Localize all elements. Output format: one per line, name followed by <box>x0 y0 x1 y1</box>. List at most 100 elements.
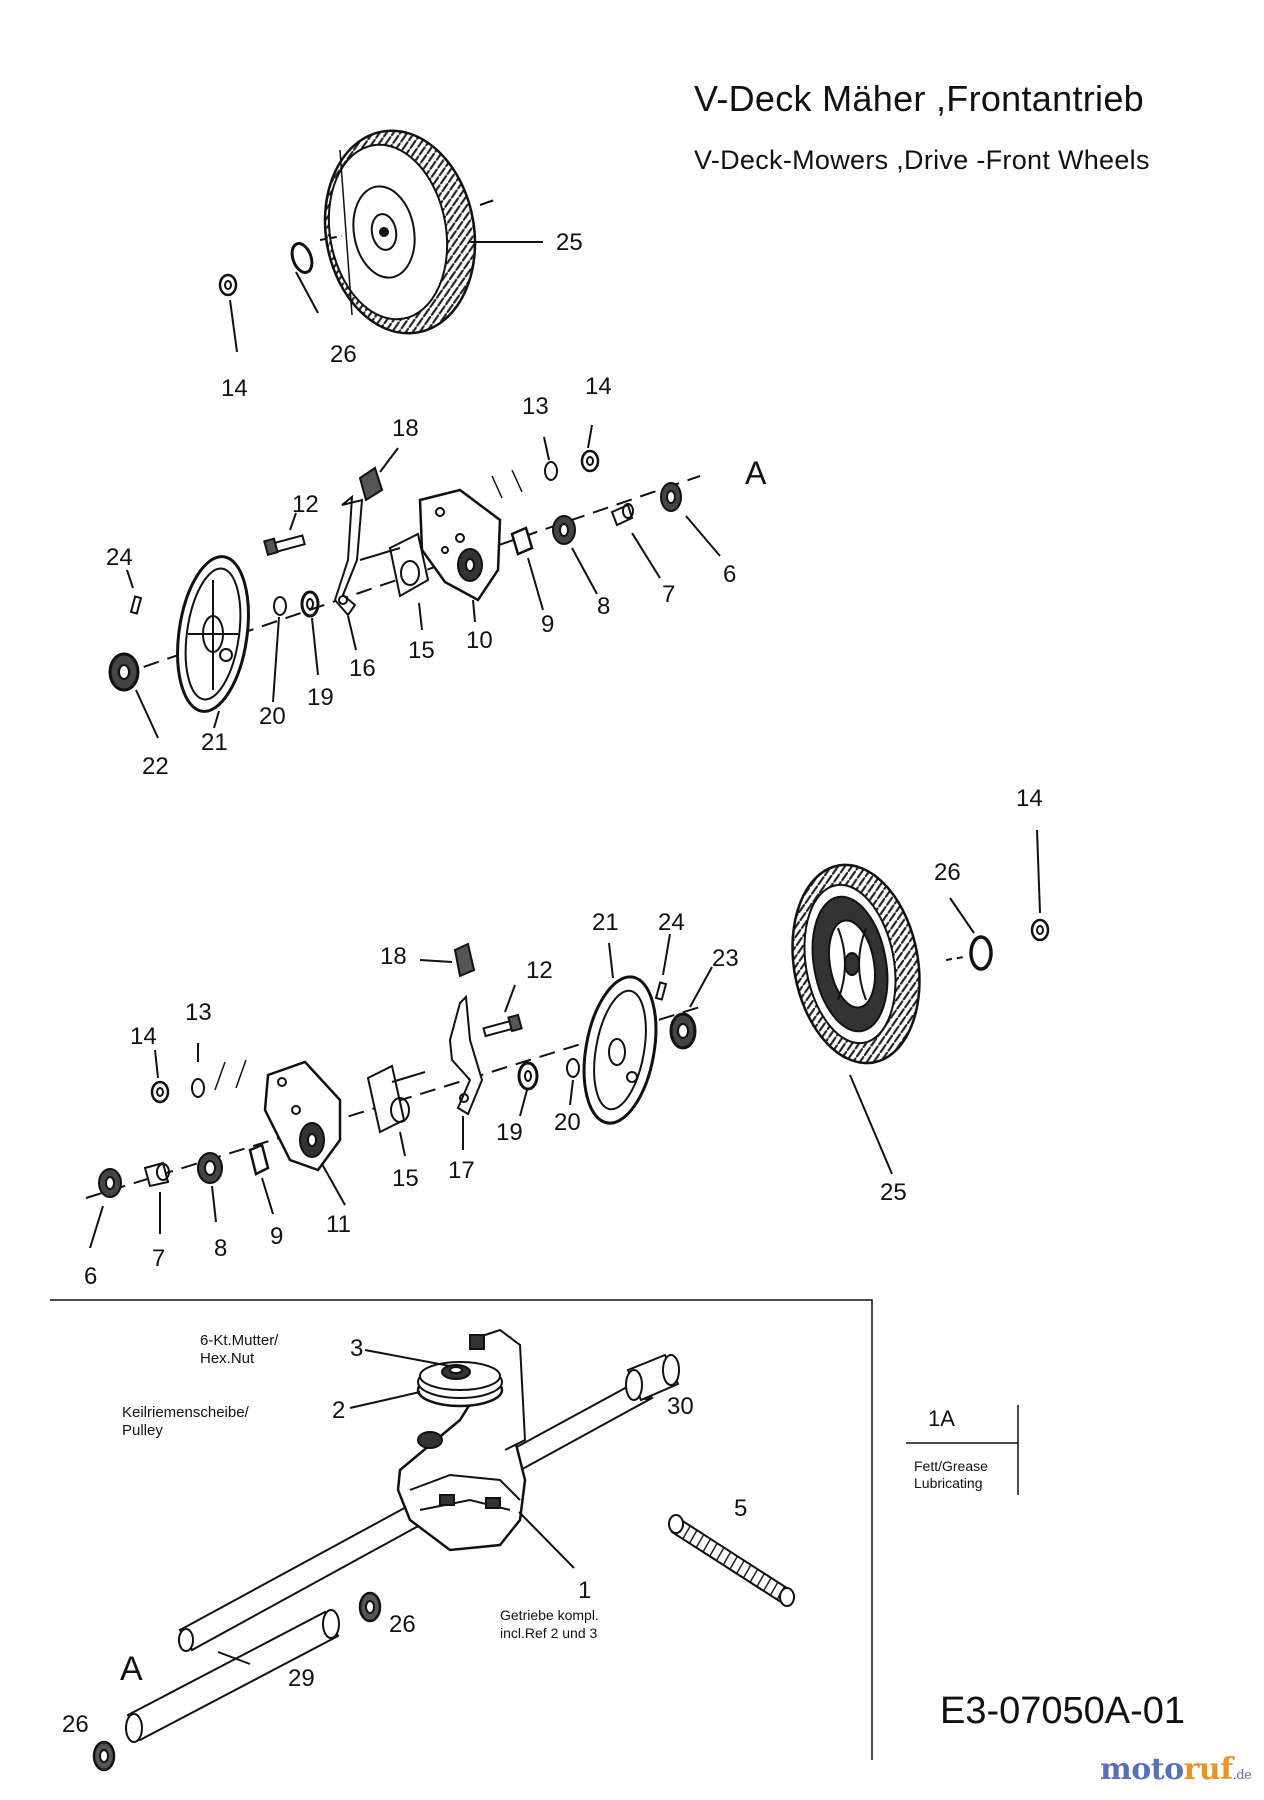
bolt-12-top <box>263 534 306 557</box>
label-14-top: 14 <box>221 375 248 402</box>
label-29: 29 <box>288 1665 315 1692</box>
bushing-7-bottom <box>143 1161 170 1188</box>
washer-19-top <box>300 590 320 618</box>
pulley-2 <box>416 1361 504 1408</box>
label-9-lower: 9 <box>270 1223 283 1250</box>
label-15-upper: 15 <box>408 637 435 664</box>
grease-legend <box>906 1405 1019 1495</box>
label-A-upper: A <box>745 455 767 491</box>
bearing-6-top <box>660 482 682 512</box>
label-6-upper: 6 <box>723 561 736 588</box>
label-21-lower: 21 <box>592 909 619 936</box>
label-25-right: 25 <box>880 1179 907 1206</box>
label-20-upper: 20 <box>259 703 286 730</box>
washer-26-bottom <box>92 1740 116 1772</box>
label-25-top: 25 <box>556 229 583 256</box>
label-26-right: 26 <box>934 859 961 886</box>
clip-18-top <box>358 466 384 502</box>
nut-14-top <box>218 273 238 297</box>
label-26-bottom: 26 <box>62 1711 89 1738</box>
label-14-upper: 14 <box>585 373 612 400</box>
washer-13-top <box>544 461 558 481</box>
label-9-upper: 9 <box>541 611 554 638</box>
hex-nut-annotation: 6-Kt.Mutter/ Hex.Nut <box>200 1332 279 1367</box>
grease-ref: 1A <box>928 1406 955 1431</box>
label-10: 10 <box>466 627 493 654</box>
gear-wheel-21-bottom <box>582 975 658 1125</box>
label-30: 30 <box>667 1393 694 1420</box>
label-22: 22 <box>142 753 169 780</box>
label-12-upper: 12 <box>292 491 319 518</box>
label-14-lower: 14 <box>130 1023 157 1050</box>
drawing-code: E3-07050A-01 <box>940 1690 1186 1732</box>
label-5: 5 <box>734 1495 747 1522</box>
housing-10 <box>418 488 502 602</box>
label-13-upper: 13 <box>522 393 549 420</box>
gearbox-annotation: Getriebe kompl. incl.Ref 2 und 3 <box>500 1607 599 1641</box>
label-12-lower: 12 <box>526 957 553 984</box>
pin-24-bottom <box>654 981 668 1001</box>
sleeve-30 <box>625 1353 680 1402</box>
label-7-lower: 7 <box>152 1245 165 1272</box>
label-18-upper: 18 <box>392 415 419 442</box>
bearing-6-bottom <box>98 1168 122 1198</box>
tube-29 <box>125 1609 340 1743</box>
washer-19-bottom <box>517 1061 539 1091</box>
washer-20-top <box>273 596 287 616</box>
label-18-lower: 18 <box>380 943 407 970</box>
label-26-inset: 26 <box>389 1611 416 1638</box>
nut-14-right <box>1030 918 1050 942</box>
motoruf-logo[interactable]: motoruf.de <box>1100 1752 1252 1787</box>
label-24-upper: 24 <box>106 544 133 571</box>
label-A-lower: A <box>120 1650 143 1688</box>
label-17: 17 <box>448 1157 475 1184</box>
clip-9-bottom <box>248 1143 270 1176</box>
diagram-title: V-Deck Mäher ,Frontantrieb <box>694 78 1144 119</box>
pinion-22 <box>108 652 140 692</box>
label-23: 23 <box>712 945 739 972</box>
label-14-right: 14 <box>1016 785 1043 812</box>
wheel-25-right <box>791 863 921 1065</box>
label-24-lower: 24 <box>658 909 685 936</box>
lever-16 <box>333 494 364 617</box>
label-6-lower: 6 <box>84 1263 97 1290</box>
washer-13-bottom <box>191 1078 205 1098</box>
hex-nut-3 <box>441 1364 471 1380</box>
bolt-12-bottom <box>482 1013 523 1038</box>
bushing-7-top <box>610 503 634 527</box>
bearing-8-top <box>552 515 576 545</box>
bracket-15-top <box>359 532 430 598</box>
housing-11 <box>263 1060 342 1172</box>
spring-5 <box>668 1514 795 1607</box>
label-15-lower: 15 <box>392 1165 419 1192</box>
bearing-8-bottom <box>197 1152 223 1184</box>
label-19-upper: 19 <box>307 684 334 711</box>
washer-20-bottom <box>566 1058 580 1078</box>
lever-17 <box>448 994 484 1116</box>
label-8-lower: 8 <box>214 1235 227 1262</box>
label-26-top: 26 <box>330 341 357 368</box>
label-21-upper: 21 <box>201 729 228 756</box>
bracket-15-bottom <box>366 1064 426 1134</box>
wheel-25-top <box>323 129 477 335</box>
label-11: 11 <box>326 1211 351 1238</box>
clip-9-top <box>510 526 534 556</box>
nut-14-lower <box>150 1080 170 1104</box>
diagram-subtitle: V-Deck-Mowers ,Drive -Front Wheels <box>694 145 1150 175</box>
grease-annotation: Fett/Grease Lubricating <box>914 1458 988 1491</box>
label-16: 16 <box>349 655 376 682</box>
pulley-annotation: Keilriemenscheibe/ Pulley <box>122 1404 249 1439</box>
label-13-lower: 13 <box>185 999 212 1026</box>
gear-wheel-21-top <box>176 555 250 713</box>
label-20-lower: 20 <box>554 1109 581 1136</box>
clip-18-bottom <box>453 942 476 978</box>
pin-24-top <box>129 595 143 615</box>
nut-14-upper <box>580 449 600 473</box>
washer-26-inset <box>358 1591 382 1623</box>
label-7-upper: 7 <box>662 581 675 608</box>
washer-26-right <box>969 935 993 971</box>
washer-26-top <box>290 242 314 274</box>
label-8-upper: 8 <box>597 593 610 620</box>
label-2: 2 <box>332 1397 345 1424</box>
